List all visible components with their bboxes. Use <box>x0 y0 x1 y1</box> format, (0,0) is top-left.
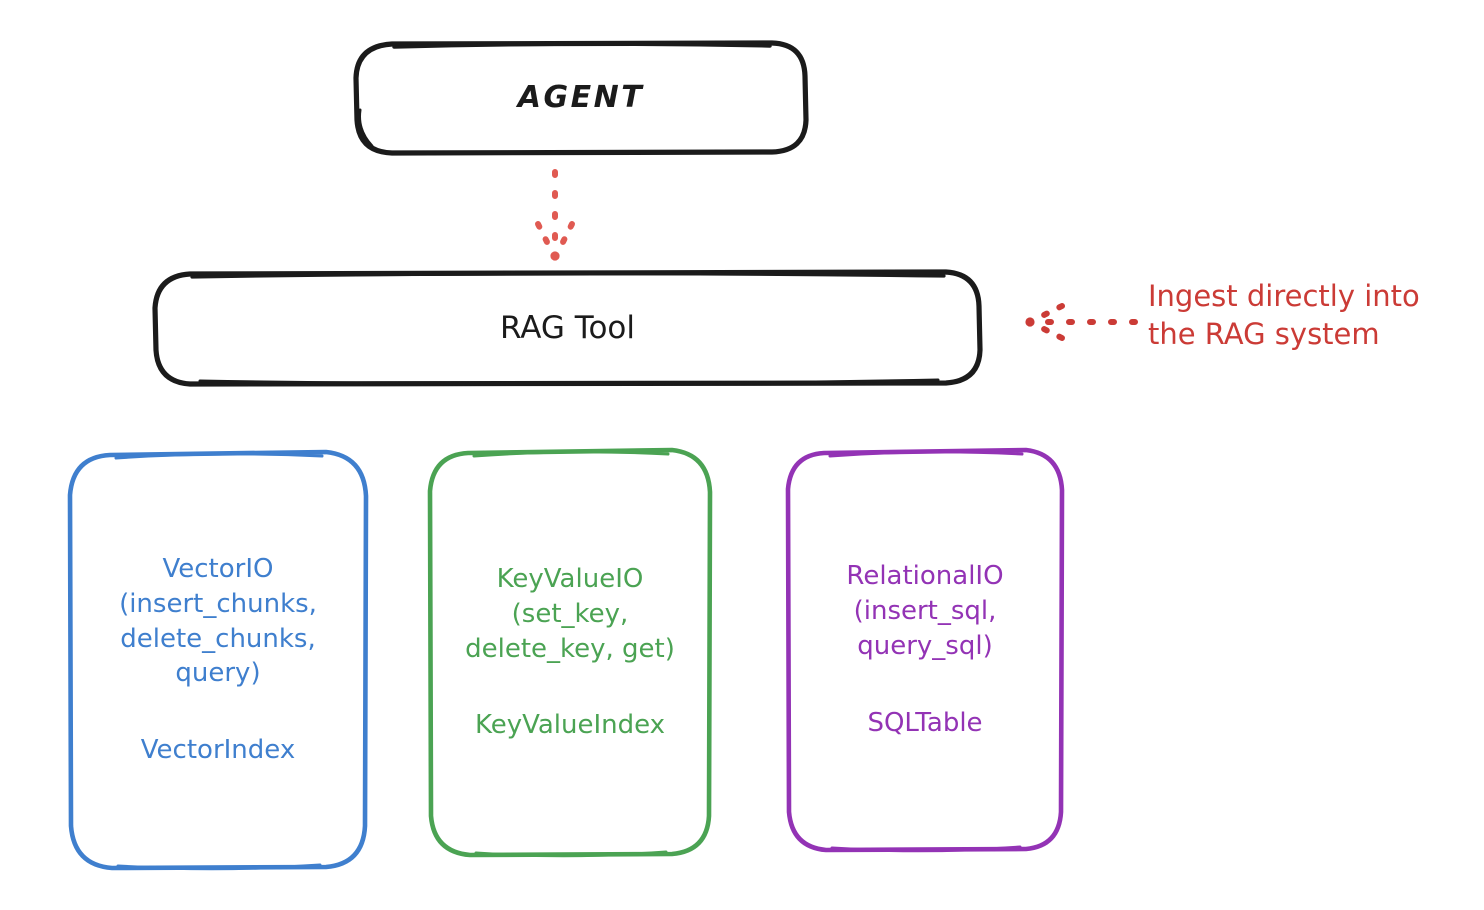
relationalio-label-block: RelationalIO (insert_sql, query_sql) SQL… <box>788 559 1062 740</box>
keyvalueio-node[interactable]: KeyValueIO (set_key, delete_key, get) Ke… <box>430 450 710 855</box>
ingest-annotation-text: Ingest directly into the RAG system <box>1148 279 1420 351</box>
vectorio-api-label: VectorIO (insert_chunks, delete_chunks, … <box>119 553 317 689</box>
keyvalueio-label-block: KeyValueIO (set_key, delete_key, get) Ke… <box>430 562 710 743</box>
relationalio-api-label: RelationalIO (insert_sql, query_sql) <box>846 561 1004 661</box>
relationalio-index-label: SQLTable <box>867 707 983 738</box>
agent-node[interactable]: AGENT <box>356 42 806 154</box>
vectorio-node[interactable]: VectorIO (insert_chunks, delete_chunks, … <box>70 452 366 868</box>
keyvalueio-api-label: KeyValueIO (set_key, delete_key, get) <box>465 563 675 664</box>
agent-to-rag-tool-connector <box>535 169 575 261</box>
rag-tool-node-label: RAG Tool <box>499 309 636 346</box>
vectorio-label-block: VectorIO (insert_chunks, delete_chunks, … <box>70 552 366 768</box>
rag-tool-node[interactable]: RAG Tool <box>155 272 980 384</box>
relationalio-node[interactable]: RelationalIO (insert_sql, query_sql) SQL… <box>788 450 1062 850</box>
keyvalueio-index-label: KeyValueIndex <box>474 710 666 741</box>
agent-node-label: AGENT <box>517 80 645 116</box>
ingest-connector <box>1025 303 1138 341</box>
vectorio-index-label: VectorIndex <box>140 735 296 766</box>
